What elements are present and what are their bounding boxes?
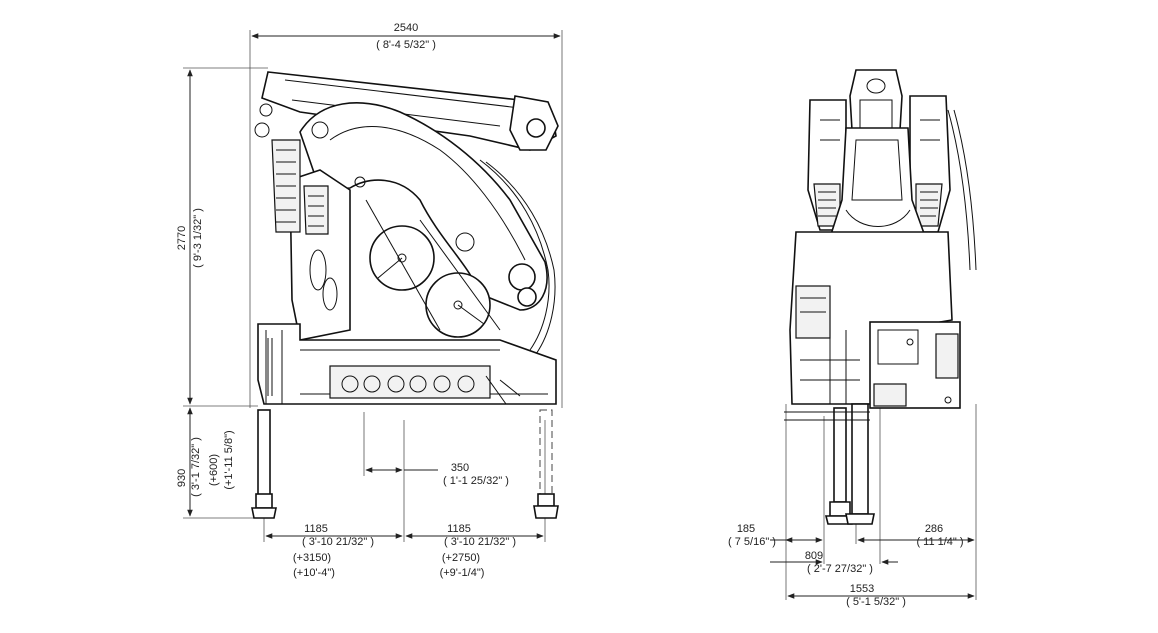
offset-imperial: ( 1'-1 25/32" )	[443, 475, 509, 487]
side-view: 2540 ( 8'-4 5/32" ) 2770 ( 9'-3 1/32" ) …	[176, 22, 563, 579]
right-leg-span-extra: (+2750)	[442, 552, 480, 564]
crane-side-illustration	[251, 71, 559, 519]
offset-value: 350	[451, 462, 469, 474]
right-leg-span-extra-imperial: (+9'-1/4")	[440, 567, 485, 579]
height-value: 2770	[176, 226, 188, 250]
front-overall-width-value: 1553	[850, 583, 874, 595]
overall-width-imperial: ( 8'-4 5/32" )	[376, 39, 436, 51]
left-offset-imperial: ( 7 5/16" )	[728, 536, 776, 548]
base-height-extra-imperial: (+1'-11 5/8")	[223, 430, 235, 489]
base-height-value: 930	[176, 469, 188, 487]
left-stabilizer-leg	[257, 409, 271, 499]
outrigger-beam	[329, 365, 491, 399]
right-offset-imperial: ( 11 1/4" )	[916, 536, 963, 548]
front-left-leg	[833, 407, 847, 503]
left-leg-span-extra: (+3150)	[293, 552, 331, 564]
left-offset-value: 185	[737, 523, 755, 535]
main-arm	[299, 102, 548, 311]
left-leg-span-value: 1185	[304, 523, 328, 535]
right-stabilizer-leg	[539, 409, 553, 499]
base-height-extra: (+600)	[208, 454, 220, 486]
right-leg-span-value: 1185	[447, 523, 471, 535]
right-offset-value: 286	[925, 523, 943, 535]
base-height-imperial: ( 3'-1 7/32" )	[190, 437, 202, 497]
crane-front-illustration	[784, 69, 977, 525]
right-leg-span-imperial: ( 3'-10 21/32" )	[444, 536, 516, 548]
left-leg-span-extra-imperial: (+10'-4")	[293, 567, 335, 579]
front-overall-width-imperial: ( 5'-1 5/32" )	[846, 596, 906, 608]
height-imperial: ( 9'-3 1/32" )	[192, 208, 204, 268]
left-leg-span-imperial: ( 3'-10 21/32" )	[302, 536, 374, 548]
overall-width-value: 2540	[394, 22, 418, 34]
center-width-value: 809	[805, 550, 823, 562]
front-view: 185 ( 7 5/16" ) 286 ( 11 1/4" ) 809 ( 2'…	[728, 69, 977, 608]
center-width-imperial: ( 2'-7 27/32" )	[807, 563, 873, 575]
